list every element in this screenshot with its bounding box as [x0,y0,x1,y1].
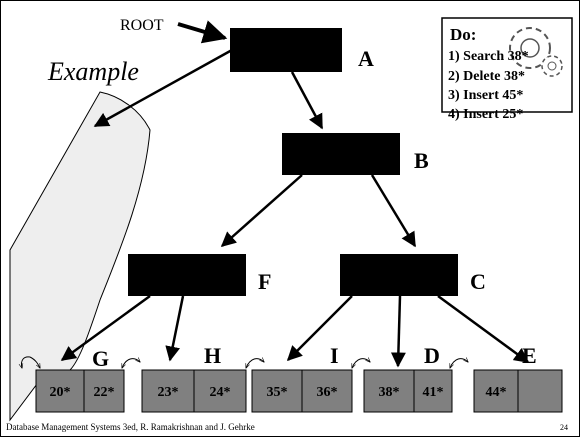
leaf-i-entry-1: 35* [267,385,288,400]
arrow-c-to-i [286,295,353,362]
leaf-d-entry-1: 38* [379,385,400,400]
node-f [128,254,246,296]
gear-icon [509,27,563,77]
leaf-i: I 35* 36* [251,343,353,413]
node-b [282,133,400,175]
leaf-i-label: I [330,343,339,368]
leaf-i-slot-2 [301,369,353,413]
arrow-c-to-e [437,294,530,364]
leaf-e-label: E [522,343,537,368]
sibling-pointer-i-d [352,359,370,368]
sibling-pointer-h-i [246,359,264,368]
todo-box: Do: 1) Search 38* 2) Delete 38* 3) Inser… [441,17,573,122]
todo-item-4: 4) Insert 25* [448,107,523,122]
arrow-b-to-f [220,174,303,247]
leaf-e-entry-1: 44* [486,385,507,400]
sibling-pointer-g-h [122,359,140,368]
todo-item-2: 2) Delete 38* [448,69,525,84]
sibling-pointer-start [21,356,31,368]
todo-item-3: 3) Insert 45* [448,88,523,103]
leaf-d-entry-2: 41* [423,385,444,400]
root-arrow [177,20,228,44]
arrow-a-to-b [290,71,324,130]
arrow-a-to-example [93,48,233,128]
leaf-i-slot-1 [251,369,303,413]
leaf-d-slot-2 [413,369,453,413]
arrow-c-to-d [390,295,406,368]
node-a-label: A [358,46,374,71]
node-b-label: B [414,148,429,173]
leaf-g: G 20* 22* [35,346,125,413]
example-label: Example [47,57,139,86]
node-c-label: C [470,269,486,294]
leaf-h-slot-2 [193,369,247,413]
arrow-f-to-h [165,295,185,362]
leaf-g-entry-2: 22* [94,385,115,400]
leaf-h-label: H [204,343,221,368]
leaf-d-label: D [424,343,440,368]
todo-item-1: 1) Search 38* [448,49,529,64]
leaf-d-slot-1 [363,369,415,413]
node-a [230,28,342,72]
footer-text: Database Management Systems 3ed, R. Rama… [6,422,255,432]
arrow-f-to-g [60,294,151,362]
leaf-e-slot-2 [517,369,563,413]
sibling-pointer-start-b [29,356,40,368]
leaf-i-entry-2: 36* [317,385,338,400]
leaf-d: D 38* 41* [363,343,453,413]
sibling-pointer-d-e [450,359,468,368]
leaf-e: E 44* [473,343,563,413]
arrow-b-to-c [370,174,417,248]
node-c [340,254,458,296]
todo-title: Do: [450,25,476,44]
leaf-g-slot-2 [83,369,125,413]
node-f-label: F [258,269,271,294]
leaf-g-label: G [92,346,109,371]
leaf-h: H 23* 24* [141,343,247,413]
page-number: 24 [560,423,568,432]
leaf-h-entry-1: 23* [158,385,179,400]
leaf-g-entry-1: 20* [50,385,71,400]
leaf-h-entry-2: 24* [210,385,231,400]
root-label: ROOT [120,17,164,34]
